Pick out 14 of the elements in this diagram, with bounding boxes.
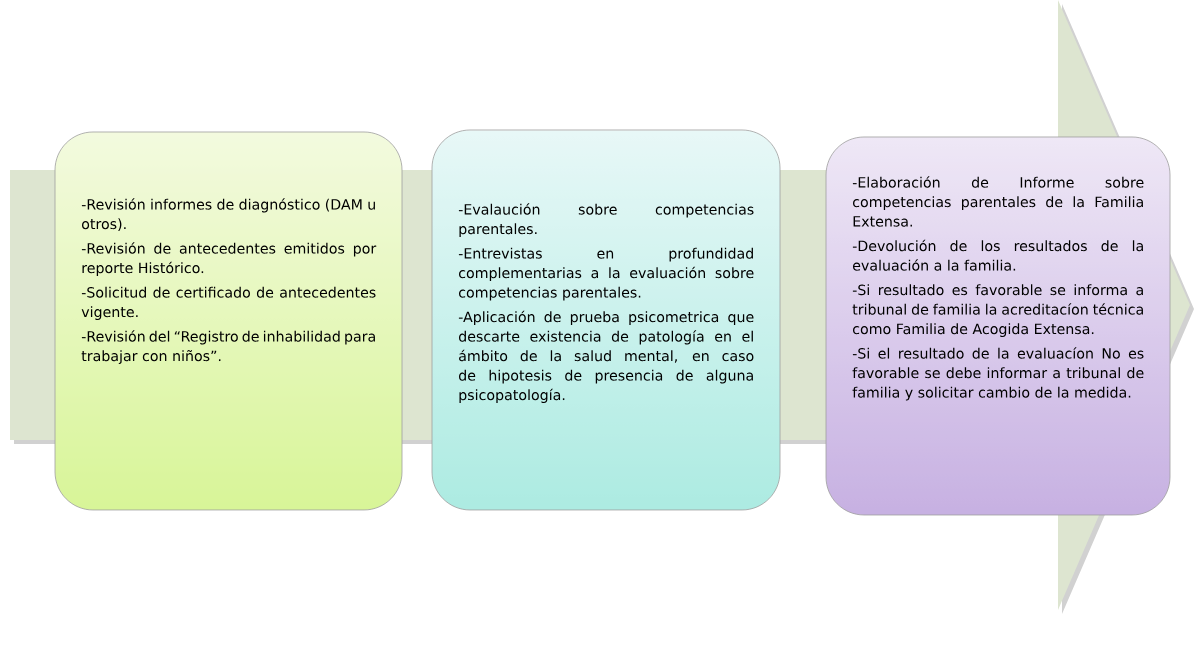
step-box [825,136,1171,516]
step-text: -Revisión de antecedentes emitidos por reporte Histórico. [81,242,377,276]
step-text: -Solicitud de certificado de antecedentes vigente. [81,286,376,320]
step-box [431,129,781,511]
step-box [54,131,403,511]
step-text: -Elaboración de Informe sobre competencias parentales de la Familia Extensa. [852,176,1144,227]
step-text: -Devolución de los resultados de la evaluación a la familia. [852,239,1143,271]
step-text: -Si el resultado de la evaluacíon No es favorable se debe informar a tribunal de familia y solicitar cambio de la medida. [852,347,1144,401]
step-text: -Aplicación de prueba psicometrica que descarte existencia de patología en el ámbito de la salud mental, en caso de hipotesis de presencia de alguna psicopatología. [458,310,754,403]
step-text: -Evalaución sobre competencias parentales. [458,203,754,237]
step-text: -Revisión del “Registro de inhabilidad para trabajar con niños”. [81,330,375,364]
step-text: -Si resultado es favorable se informa a tribunal de familia la acreditacíon técnica como Familia de Acogida Extensa. [852,284,1143,337]
step-text: -Entrevistas en profundidad complementarias a la evaluación sobre competencias parentales. [458,247,754,301]
step-text: -Revisión informes de diagnóstico (DAM u otros). [81,198,375,231]
